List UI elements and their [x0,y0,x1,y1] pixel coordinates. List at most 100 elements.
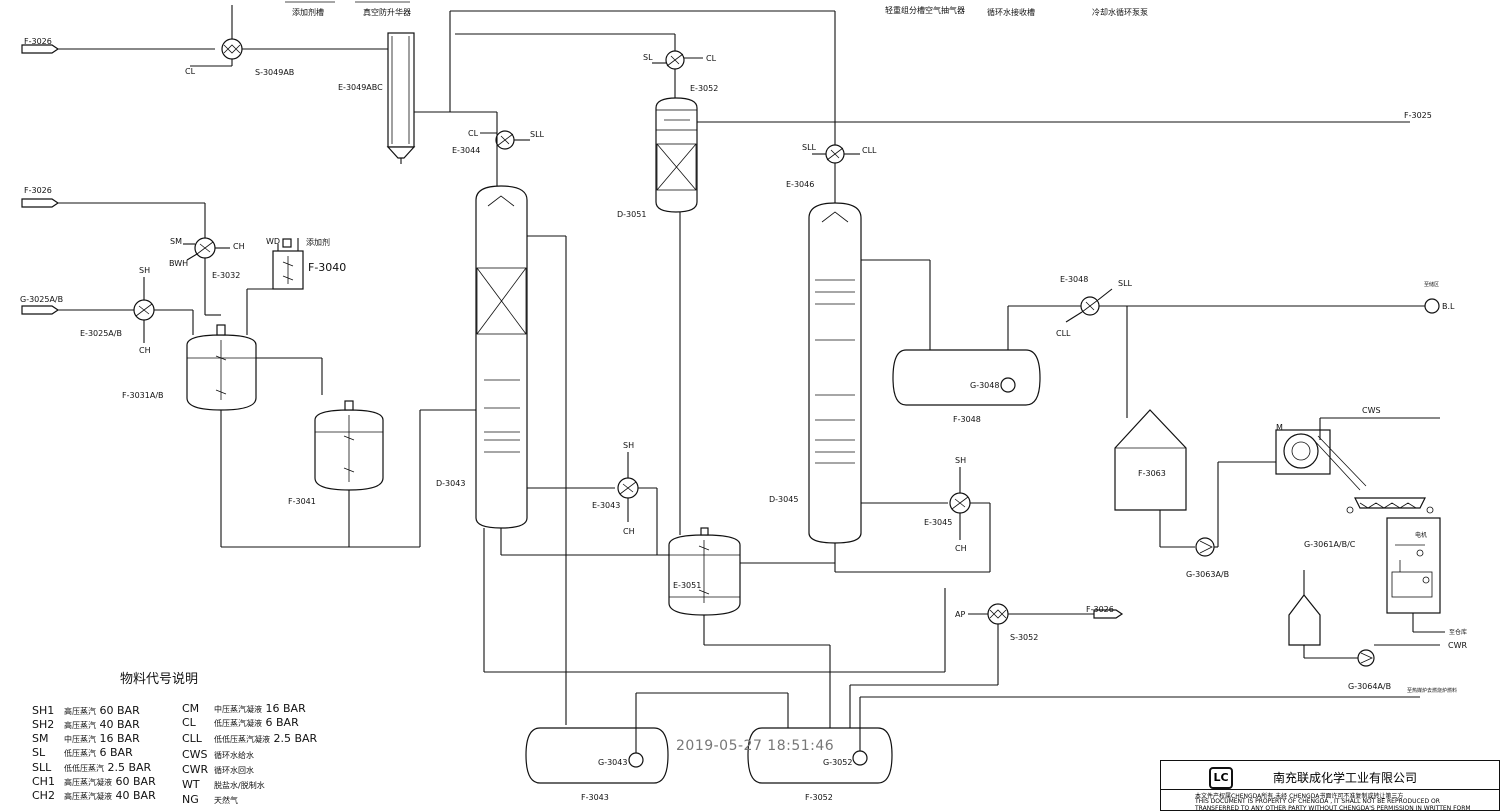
equipment-tag: G-3064A/B [1348,682,1391,691]
title-block: LC 南充联成化学工业有限公司 本文件产权属CHENGDA所有,未经 CHENG… [1160,760,1500,812]
e3049abc-desublimator: E-3049ABC [338,10,836,164]
stream-label: CL [468,129,479,138]
e3051-reboiler-vessel: E-3051 [668,527,835,728]
equipment-tag: E-3046 [786,180,814,189]
copyright-note-en-2: TRANSFERRED TO ANY OTHER PARTY WITHOUT C… [1195,805,1471,812]
equipment-tag: F-3043 [581,793,609,802]
blower-icon [1424,298,1440,314]
equipment-tag: G-3048 [970,381,999,390]
stream-label: 电机 [1415,531,1427,539]
g3061abc-filter: M CWS 电机 G-3061A/B/C 至仓库 [1275,406,1467,636]
stream-label: BWH [169,259,188,268]
f3052-drum: G-3052 F-3052 至热媒炉去燃烧炉燃料 [747,687,1457,802]
equipment-tag: D-3043 [436,479,465,488]
stream-label: G-3025A/B [20,295,63,304]
f3026-mid-stream: F-3026 [21,186,206,238]
equipment-tag: F-3063 [1138,469,1166,478]
f3043-drum: G-3043 F-3043 [525,692,789,802]
stream-label: CH [233,242,245,251]
e3052-condenser: SL CL E-3052 [643,50,718,98]
pump-icon [1357,649,1375,667]
equipment-tag: F-3031A/B [122,391,164,400]
d3051-scrubber: D-3051 F-3025 [617,97,1432,535]
pump-icon [628,752,644,768]
f3041-tank: F-3041 [221,400,476,548]
equipment-tag: G-3052 [823,758,852,767]
equipment-tag: G-3061A/B/C [1304,540,1356,549]
equipment-tag: F-3048 [953,415,981,424]
equipment-tag: D-3045 [769,495,798,504]
s3052-ejector: AP F-3026 S-3052 [849,603,1124,728]
e3048-condenser: E-3048 SLL CLL 至储区 B.L [1007,275,1455,418]
header-label-vacuum-desublimator: 真空防升华器 [363,7,411,17]
equipment-tag: E-3032 [212,271,240,280]
equipment-tag: E-3025A/B [80,329,122,338]
equipment-tag: F-3040 [308,261,346,274]
stream-label: SLL [1118,279,1133,288]
legend-title: 物料代号说明 [120,672,199,687]
equipment-tag: E-3045 [924,518,952,527]
pump-icon [852,750,868,766]
f3063-silo: F-3063 [1114,409,1195,548]
timestamp: 2019-05-27 18:51:46 [676,738,835,754]
equipment-tag: D-3051 [617,210,646,219]
stream-label: CLL [1056,329,1071,338]
f3026-top-stream: F-3026 [21,37,215,54]
equipment-tag: S-3049AB [255,68,294,77]
stream-label: F-3026 [1086,605,1114,614]
offsheet-arrow-icon [21,305,60,315]
e3045-reboiler: SH CH E-3045 [924,456,991,672]
stream-label: CWS [1362,406,1381,415]
equipment-tag: S-3052 [1010,633,1038,642]
stream-label: F-3026 [24,186,52,195]
stream-label: SL [643,53,653,62]
header-label-additive-tank: 添加剂槽 [292,7,324,17]
stream-label: 至储区 [1424,281,1439,288]
stream-label: 添加剂 [306,237,330,247]
company-logo: LC [1209,767,1233,789]
stream-label: SH [139,266,150,275]
stream-label: CLL [862,146,877,155]
pump-icon [1000,377,1016,393]
e3032-heater: SM BWH CH E-3032 [169,237,245,316]
stream-label: 至热媒炉去燃烧炉燃料 [1407,687,1457,694]
stream-label: SM [170,237,182,246]
stream-label: CH [139,346,151,355]
equipment-tag: F-3041 [288,497,316,506]
header-labels: 添加剂槽 真空防升华器 轻重组分槽空气抽气器 循环水接收槽 冷却水循环泵泵 [285,1,1148,17]
equipment-tag: E-3049ABC [338,83,383,92]
ejector-icon [987,603,1009,625]
e3044-condenser: CL SLL E-3044 [452,112,545,186]
header-label-cw-receiver: 循环水接收槽 [987,7,1035,17]
equipment-tag: E-3044 [452,146,480,155]
stream-label: CL [706,54,717,63]
header-label-air-ejector: 轻重组分槽空气抽气器 [885,5,965,15]
d3045-column: D-3045 [769,202,990,573]
header-label-cw-pump: 冷却水循环泵泵 [1092,7,1148,17]
equipment-tag: G-3043 [598,758,627,767]
equipment-tag: E-3051 [673,581,701,590]
stream-label: CH [623,527,635,536]
stream-label: SH [623,441,634,450]
f3031ab-tank: F-3031A/B [122,324,323,547]
stream-label: CL [185,67,196,76]
offsheet-arrow-icon [21,198,60,208]
copyright-note-en-1: THIS DOCUMENT IS PROPERTY OF CHENGDA , I… [1195,798,1440,805]
stream-label: SLL [802,143,817,152]
equipment-tag: E-3052 [690,84,718,93]
stream-label: SH [955,456,966,465]
equipment-tag: E-3043 [592,501,620,510]
